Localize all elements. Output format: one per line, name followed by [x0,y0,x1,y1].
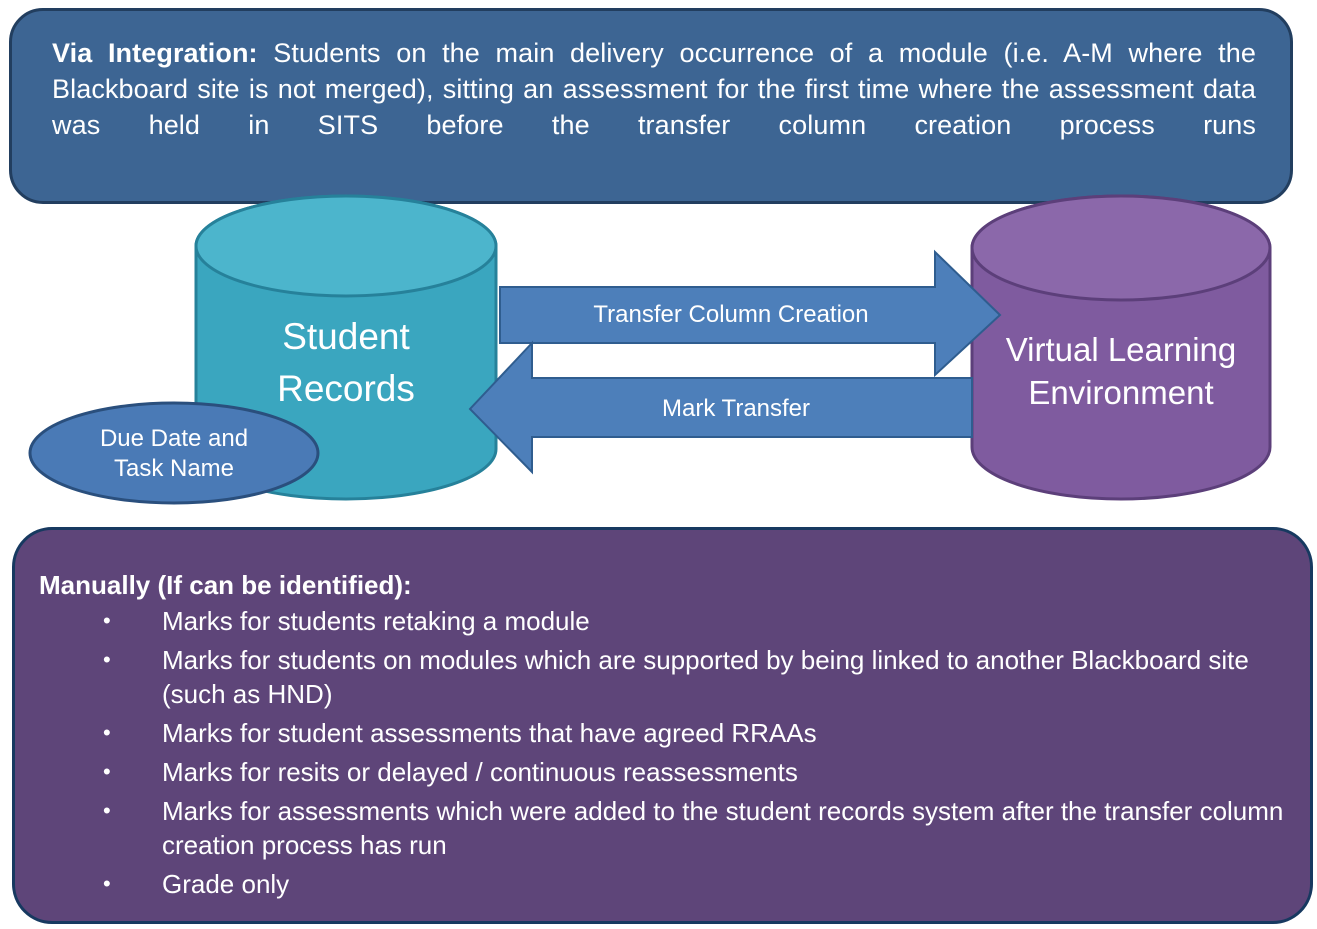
vle-label-line2: Environment [1028,374,1213,411]
transfer-column-creation-arrow: Transfer Column Creation [499,249,1002,378]
manual-heading: Manually (If can be identified): [39,570,412,600]
list-item-text: Marks for students retaking a module [162,606,590,636]
bullet-icon: • [103,871,111,896]
list-item: • Grade only [39,867,1290,901]
integration-description: Students on the main delivery occurrence… [52,38,1256,140]
due-date-label-line1: Due Date and [100,425,248,452]
mark-transfer-arrow: Mark Transfer [468,340,973,475]
list-item-text: Grade only [162,869,290,899]
list-item-text: Marks for resits or delayed / continuous… [162,757,798,787]
bullet-icon: • [103,647,111,672]
list-item-text: Marks for students on modules which are … [162,645,1249,709]
list-item: • Marks for students on modules which are… [39,643,1290,711]
student-records-label-line1: Student [282,316,410,357]
list-item: • Marks for student assessments that have… [39,716,1290,750]
list-item: • Marks for assessments which were added … [39,794,1290,862]
bullet-icon: • [103,608,111,633]
vle-cylinder: Virtual Learning Environment [970,194,1272,501]
manual-list: • Marks for students retaking a module • M… [39,604,1290,901]
manual-panel: Manually (If can be identified): • Marks … [12,527,1313,924]
mark-transfer-label: Mark Transfer [662,395,810,422]
list-item: • Marks for students retaking a module [39,604,1290,638]
due-date-label-line2: Task Name [114,455,234,482]
bullet-icon: • [103,720,111,745]
student-records-label-line2: Records [277,368,415,409]
transfer-column-creation-label: Transfer Column Creation [593,301,868,328]
student-records-cylinder: Student Records [194,194,498,501]
list-item-text: Marks for assessments which were added t… [162,796,1284,860]
vle-label-line1: Virtual Learning [1006,331,1237,368]
due-date-ellipse: Due Date and Task Name [28,401,320,505]
integration-panel: Via Integration: Students on the main de… [9,8,1293,204]
bullet-icon: • [103,798,111,823]
bullet-icon: • [103,759,111,784]
integration-label: Via Integration: [52,38,258,68]
list-item: • Marks for resits or delayed / continuou… [39,755,1290,789]
list-item-text: Marks for student assessments that have … [162,718,817,748]
